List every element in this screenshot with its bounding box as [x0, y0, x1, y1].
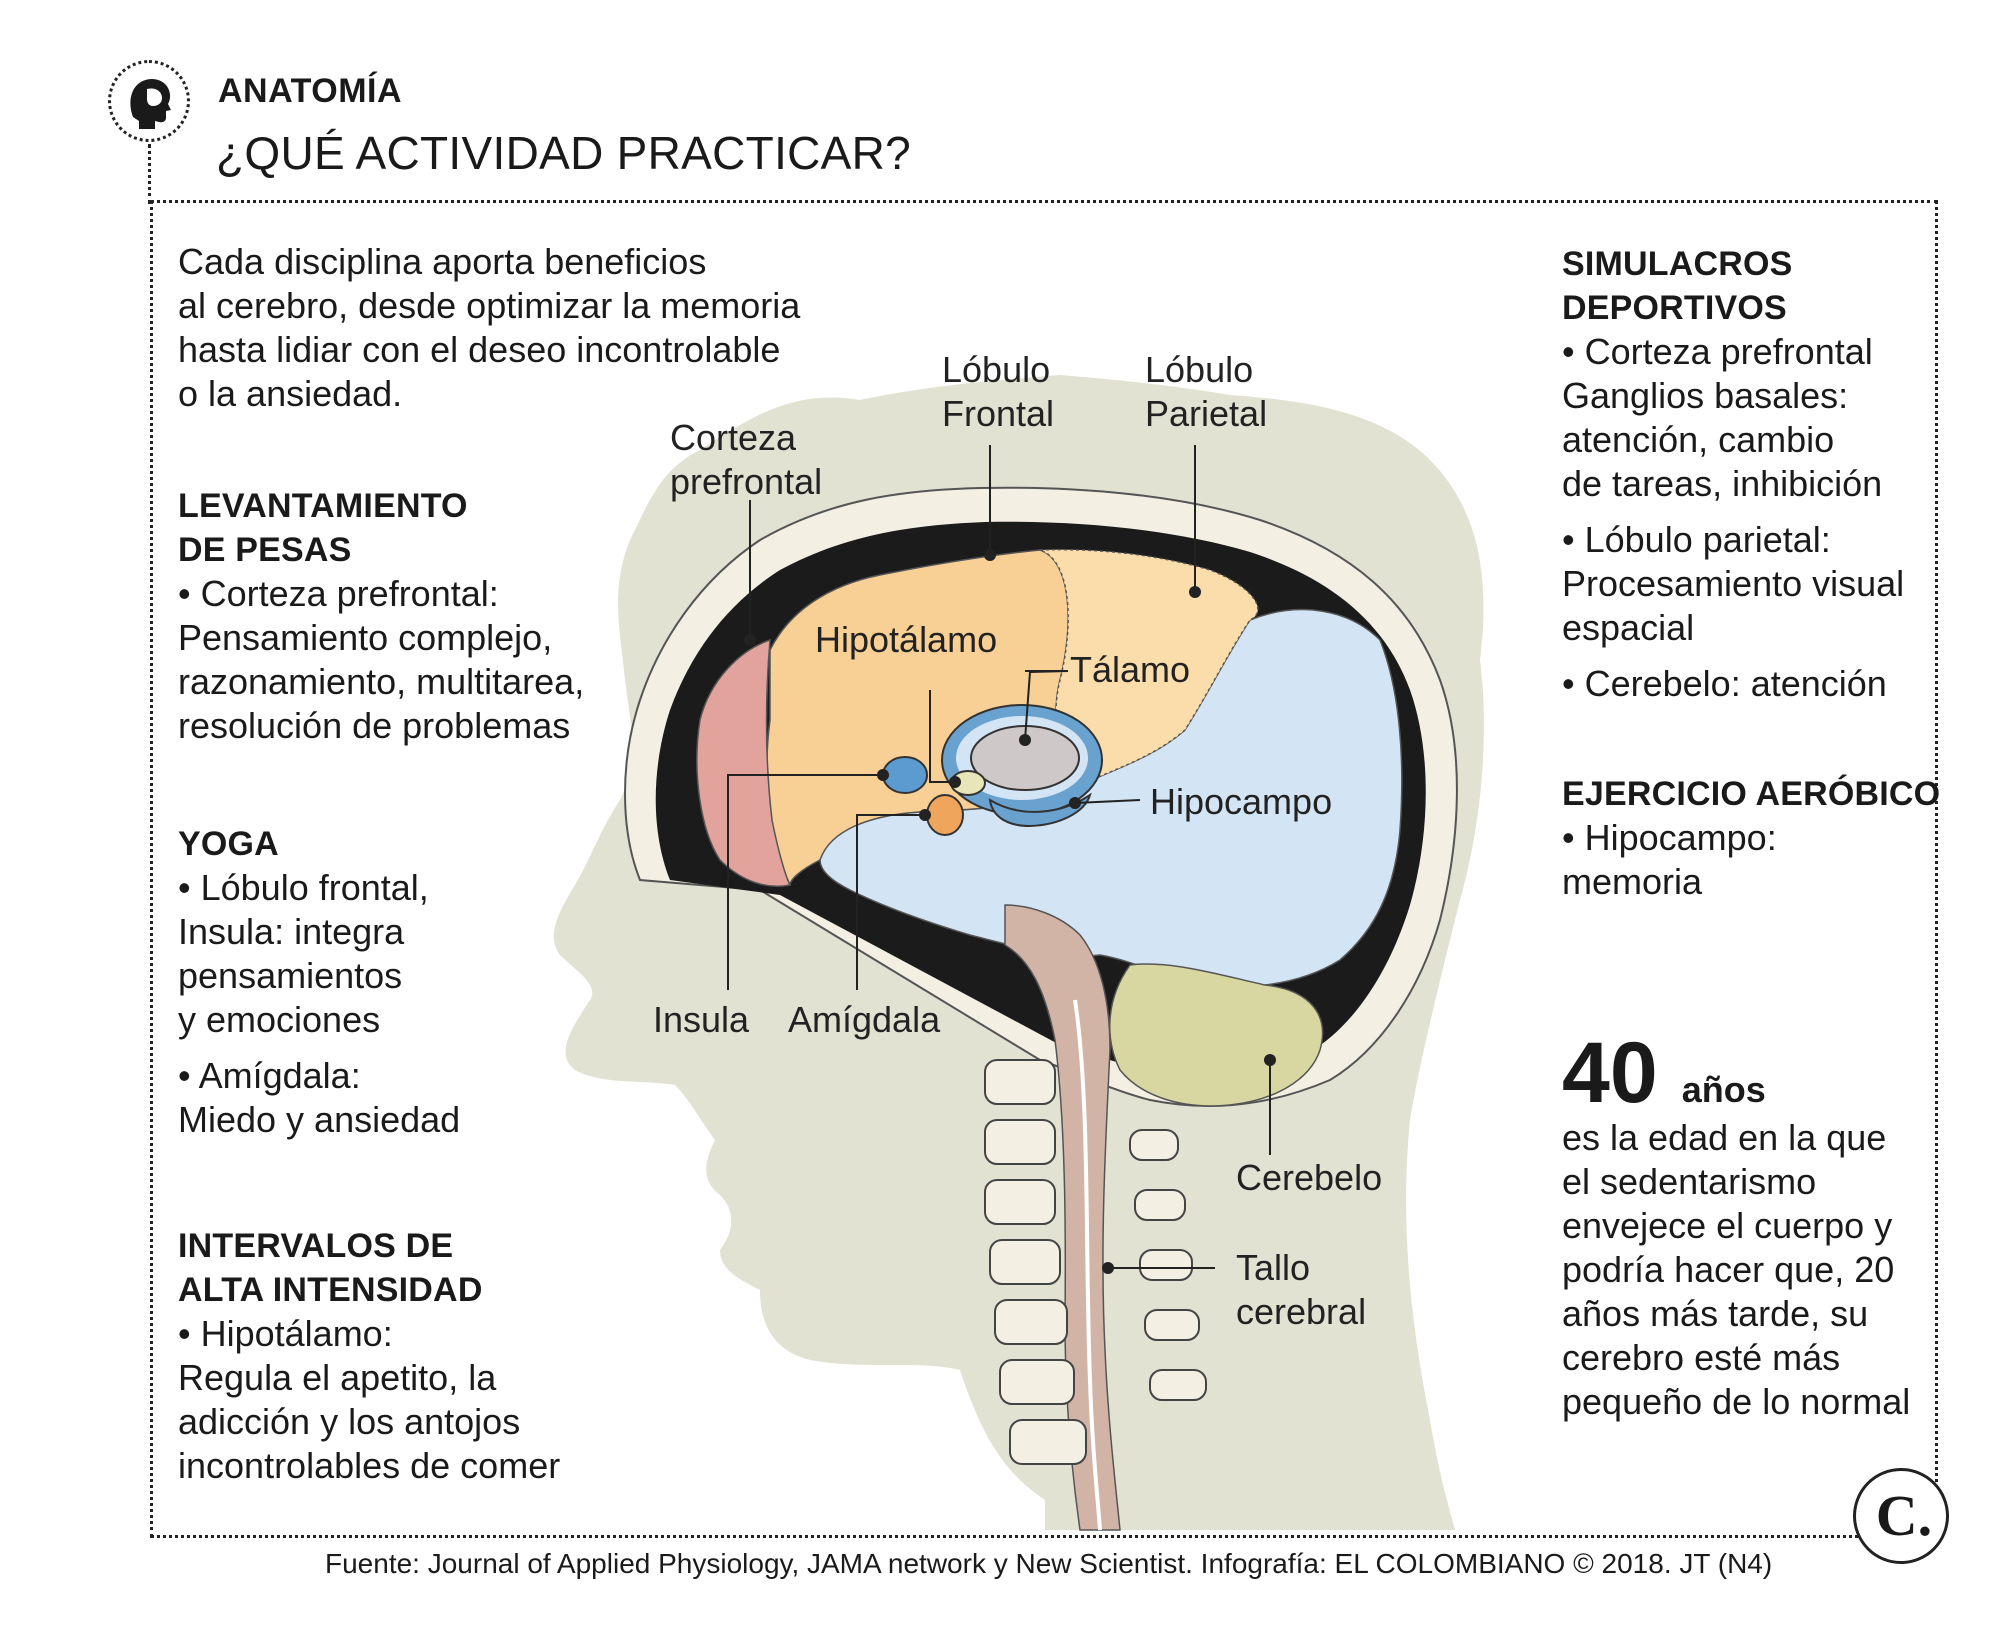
header-icon-circle [108, 60, 190, 142]
section-sports-drills: SIMULACROS DEPORTIVOS • Corteza prefront… [1562, 242, 1904, 706]
section-body-line: resolución de problemas [178, 705, 571, 746]
label-line: prefrontal [670, 461, 823, 502]
label-line: Tallo [1236, 1247, 1311, 1288]
section-body-line: y emociones [178, 999, 381, 1040]
section-hiit: INTERVALOS DE ALTA INTENSIDAD • Hipotála… [178, 1224, 560, 1488]
hippocampus [988, 792, 1092, 828]
source-footer: Fuente: Journal of Applied Physiology, J… [325, 1548, 1773, 1579]
stat-text-line: cerebro esté más [1562, 1337, 1841, 1378]
section-body-line: atención, cambio [1562, 419, 1835, 460]
section-body-line: • Amígdala: [178, 1055, 361, 1096]
section-body-line: Procesamiento visual [1562, 563, 1905, 604]
stat-unit: años [1681, 1069, 1766, 1110]
section-body-line: Miedo y ansiedad [178, 1099, 461, 1140]
leader-dots [744, 549, 1276, 1274]
section-body-line: Pensamiento complejo, [178, 617, 553, 658]
section-body-line: • Hipocampo: [1562, 817, 1777, 858]
section-body-line: incontrolables de comer [178, 1445, 561, 1486]
section-title: LEVANTAMIENTO [178, 487, 468, 525]
stat-text-line: años más tarde, su [1562, 1293, 1869, 1334]
stat-block: 40 años es la edad en la que el sedentar… [1562, 1030, 1910, 1424]
thalamus [970, 725, 1080, 791]
section-body-line: • Lóbulo parietal: [1562, 519, 1831, 560]
section-body-line: adicción y los antojos [178, 1401, 521, 1442]
label-thalamus: Tálamo [1070, 649, 1191, 690]
section-body-line: • Corteza prefrontal [1562, 331, 1873, 372]
label-insula: Insula [653, 999, 750, 1040]
section-body-line: memoria [1562, 861, 1703, 902]
intro-line: al cerebro, desde optimizar la memoria [178, 285, 801, 326]
parietal-lobe [1039, 548, 1259, 792]
label-line: Frontal [942, 393, 1055, 434]
intro-line: o la ansiedad. [178, 373, 403, 414]
section-body-line: Ganglios basales: [1562, 375, 1849, 416]
intro-text: Cada disciplina aporta beneficios al cer… [178, 240, 800, 416]
stat-text-line: el sedentarismo [1562, 1161, 1817, 1202]
label-line: Corteza [670, 417, 797, 458]
label-brainstem: Tallo cerebral [1236, 1246, 1366, 1334]
label-cerebellum: Cerebelo [1236, 1157, 1383, 1198]
page-title: ¿QUÉ ACTIVIDAD PRACTICAR? [216, 127, 912, 179]
section-weightlifting: LEVANTAMIENTO DE PESAS • Corteza prefron… [178, 484, 584, 748]
label-line: cerebral [1236, 1291, 1367, 1332]
insula [882, 756, 928, 794]
section-title: YOGA [178, 825, 279, 863]
label-hypothalamus: Hipotálamo [815, 619, 998, 660]
intro-line: Cada disciplina aporta beneficios [178, 241, 707, 282]
section-yoga: YOGA • Lóbulo frontal, Insula: integra p… [178, 822, 460, 1142]
section-body-line: espacial [1562, 607, 1695, 648]
section-title: SIMULACROS [1562, 245, 1793, 283]
vertebrae [984, 1059, 1207, 1465]
section-title: INTERVALOS DE [178, 1227, 454, 1265]
stat-text-line: es la edad en la que [1562, 1117, 1887, 1158]
section-body-line: Insula: integra [178, 911, 405, 952]
spinal-cord-line [1073, 999, 1102, 1531]
label-amygdala: Amígdala [788, 999, 941, 1040]
section-body-line: • Corteza prefrontal: [178, 573, 499, 614]
section-body-line: Regula el apetito, la [178, 1357, 497, 1398]
head-profile-icon [130, 79, 171, 129]
logo-letter: C. [1875, 1483, 1933, 1548]
leader-lines [727, 445, 1271, 1269]
section-title: ALTA INTENSIDAD [178, 1271, 483, 1309]
section-title: DEPORTIVOS [1562, 289, 1787, 327]
section-body-line: razonamiento, multitarea, [178, 661, 585, 702]
section-title: DE PESAS [178, 531, 352, 569]
content-frame [150, 200, 1938, 1538]
stat-number: 40 [1562, 1025, 1658, 1121]
section-aerobic: EJERCICIO AERÓBICO • Hipocampo: memoria [1562, 772, 1940, 904]
section-body-line: • Hipotálamo: [178, 1313, 393, 1354]
label-line: Parietal [1145, 393, 1268, 434]
header-connector-line [148, 144, 151, 204]
section-body-line: de tareas, inhibición [1562, 463, 1883, 504]
stat-text-line: pequeño de lo normal [1562, 1381, 1911, 1422]
label-line: Lóbulo [942, 349, 1051, 390]
publisher-logo: C. [1853, 1468, 1949, 1564]
section-body-line: • Lóbulo frontal, [178, 867, 429, 908]
intro-line: hasta lidiar con el deseo incontrolable [178, 329, 781, 370]
section-label: ANATOMÍA [218, 72, 403, 110]
amygdala [926, 794, 964, 836]
label-parietal-lobe: Lóbulo Parietal [1145, 348, 1267, 436]
stat-text-line: envejece el cuerpo y [1562, 1205, 1893, 1246]
section-title: EJERCICIO AERÓBICO [1562, 775, 1941, 813]
stat-text-line: podría hacer que, 20 [1562, 1249, 1895, 1290]
label-frontal-lobe: Lóbulo Frontal [942, 348, 1054, 436]
section-body-line: pensamientos [178, 955, 403, 996]
stat-headline: 40 años [1562, 1030, 1910, 1116]
label-hippocampus: Hipocampo [1150, 781, 1333, 822]
label-prefrontal-cortex: Corteza prefrontal [670, 416, 822, 504]
section-body-line: • Cerebelo: atención [1562, 663, 1887, 704]
label-line: Lóbulo [1145, 349, 1254, 390]
prefrontal-cortex [696, 638, 792, 887]
